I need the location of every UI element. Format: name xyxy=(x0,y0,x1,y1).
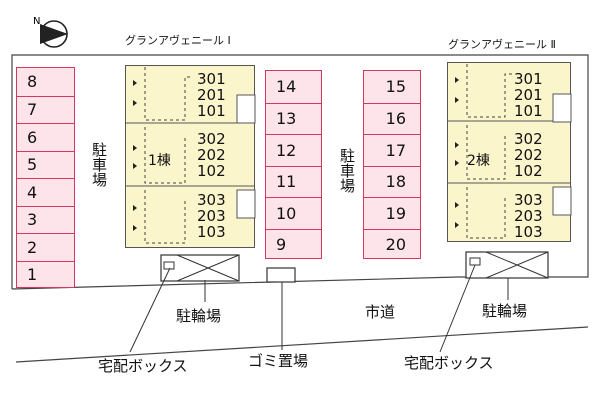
parking-slot: 13 xyxy=(266,102,321,134)
parking-label-left: 駐車場 xyxy=(90,142,108,187)
parking-slot: 12 xyxy=(266,134,321,166)
compass-label: N xyxy=(33,16,40,27)
parking-slot: 15 xyxy=(364,71,420,103)
building-1-unit: 1棟 xyxy=(148,153,171,169)
parking-slot: 17 xyxy=(364,134,420,166)
building-2 xyxy=(447,62,571,242)
parking-slot: 8 xyxy=(17,68,74,96)
building-2-name: グランアヴェニール Ⅱ xyxy=(448,38,556,51)
delivery-box-label-1: 宅配ボックス xyxy=(98,357,188,375)
building-1-name: グランアヴェニール Ⅰ xyxy=(125,34,231,47)
bike-parking-label-2: 駐輪場 xyxy=(482,302,528,320)
delivery-box-label-2: 宅配ボックス xyxy=(404,354,494,372)
parking-slot: 7 xyxy=(17,95,74,123)
parking-slot: 1 xyxy=(17,260,74,287)
building-1-detail xyxy=(125,67,256,244)
parking-slot: 2 xyxy=(17,233,74,261)
parking-slot: 4 xyxy=(17,178,74,206)
compass-icon: N xyxy=(33,16,68,48)
parking-left-column: 8 7 6 5 4 3 2 1 xyxy=(16,67,75,288)
parking-right-column: 15 16 17 18 19 20 xyxy=(363,70,421,259)
parking-label-mid: 駐車場 xyxy=(338,148,356,193)
parking-slot: 18 xyxy=(364,165,420,197)
building-2-unit: 2棟 xyxy=(467,153,490,169)
parking-slot: 9 xyxy=(266,228,321,258)
parking-slot: 3 xyxy=(17,205,74,233)
bike-parking-label-1: 駐輪場 xyxy=(176,307,222,325)
parking-slot: 20 xyxy=(364,228,420,258)
parking-slot: 16 xyxy=(364,102,420,134)
parking-slot: 11 xyxy=(266,165,321,197)
parking-slot: 19 xyxy=(364,197,420,229)
garbage-label: ゴミ置場 xyxy=(248,352,309,370)
parking-slot: 14 xyxy=(266,71,321,103)
parking-slot: 5 xyxy=(17,150,74,178)
building-2-detail xyxy=(447,64,572,239)
parking-slot: 6 xyxy=(17,123,74,151)
building-1 xyxy=(125,65,255,248)
parking-center-column: 14 13 12 11 10 9 xyxy=(265,70,322,259)
parking-slot: 10 xyxy=(266,197,321,229)
road-label: 市道 xyxy=(365,303,396,321)
